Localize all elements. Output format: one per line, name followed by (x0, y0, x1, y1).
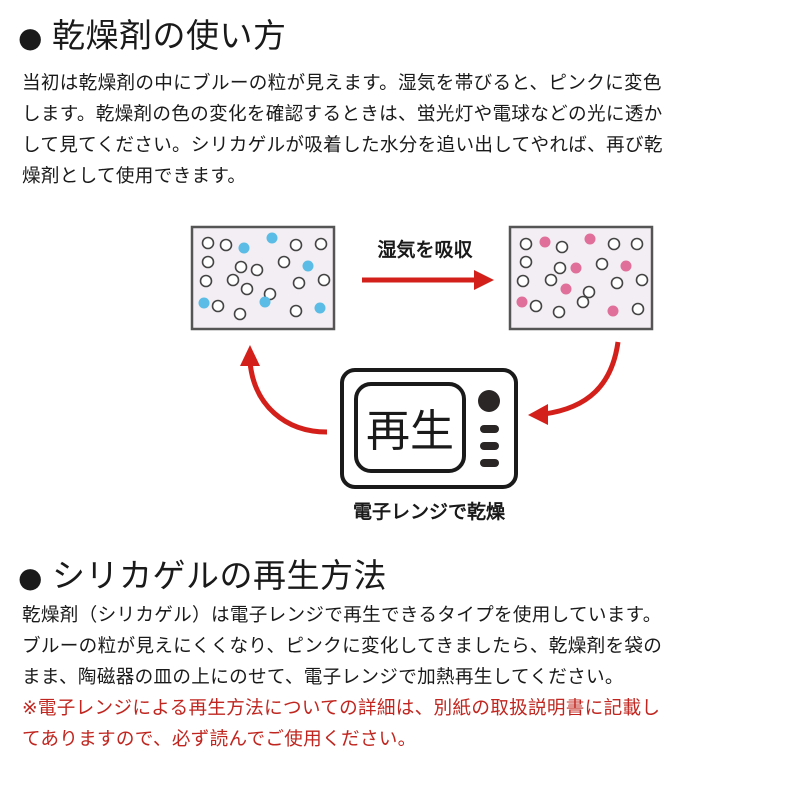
dry-desiccant-box (190, 225, 336, 331)
bead (240, 282, 254, 296)
bead (266, 232, 278, 244)
regenerate-label: 再生 (366, 406, 454, 457)
bead (516, 274, 530, 288)
bead (555, 240, 569, 254)
bead (292, 276, 306, 290)
paragraph-line: して見てください。シリカゲルが吸着した水分を追い出してやれば、再び乾 (22, 135, 663, 156)
absorb-moisture-label: 湿気を吸収 (377, 238, 473, 261)
bead (233, 307, 247, 321)
warning-note-line: ※電子レンジによる再生方法についての詳細は、別紙の取扱説明書に記載し (22, 698, 661, 719)
bead (226, 273, 240, 287)
bead (631, 302, 645, 316)
bead (199, 274, 213, 288)
bead (198, 297, 210, 309)
bead (234, 260, 248, 274)
bead (620, 260, 632, 272)
bead (289, 238, 303, 252)
bullet: ● (18, 561, 43, 594)
bead (277, 255, 291, 269)
bead (595, 257, 609, 271)
regeneration-paragraph: 乾燥剤（シリカゲル）は電子レンジで再生できるタイプを使用しています。 ブルーの粒… (22, 600, 780, 755)
bead (544, 273, 558, 287)
bead (211, 299, 225, 313)
bead (314, 237, 328, 251)
bead (201, 255, 215, 269)
paragraph-line: 当初は乾燥剤の中にブルーの粒が見えます。湿気を帯びると、ピンクに変色 (22, 73, 662, 94)
bead (576, 295, 590, 309)
bead (314, 302, 326, 314)
bead (560, 283, 572, 295)
heading-text: 乾燥剤の使い方 (52, 16, 287, 55)
usage-paragraph: 当初は乾燥剤の中にブルーの粒が見えます。湿気を帯びると、ピンクに変色 します。乾… (22, 68, 780, 192)
bead (259, 296, 271, 308)
paragraph-line: まま、陶磁器の皿の上にのせて、電子レンジで加熱再生してください。 (22, 667, 624, 688)
bead (582, 285, 596, 299)
bead (635, 273, 649, 287)
bead (317, 273, 331, 287)
paragraph-line: 燥剤として使用できます。 (22, 166, 247, 187)
bead (201, 236, 215, 250)
bead (238, 242, 250, 254)
bead (289, 304, 303, 318)
regeneration-diagram: 湿気を吸収 再生 電子レンジで乾燥 (190, 225, 654, 523)
bead (553, 261, 567, 275)
bead (607, 237, 621, 251)
desiccant-beads-wet (516, 233, 649, 319)
bead (519, 237, 533, 251)
wet-desiccant-box (508, 225, 654, 331)
bead (516, 296, 528, 308)
paragraph-line: ブルーの粒が見えにくくなり、ピンクに変化してきましたら、乾燥剤を袋の (22, 636, 663, 657)
right-arrow-icon (362, 270, 494, 290)
bead (302, 260, 314, 272)
microwave-icon (340, 368, 518, 489)
bead (250, 263, 264, 277)
paragraph-line: します。乾燥剤の色の変化を確認するときは、蛍光灯や電球などの光に透か (22, 104, 663, 125)
bullet: ● (18, 21, 43, 54)
section-heading-regeneration: ● シリカゲルの再生方法 (18, 556, 387, 598)
bead (539, 236, 551, 248)
bead (552, 305, 566, 319)
bead (584, 233, 596, 245)
microwave-caption: 電子レンジで乾燥 (353, 500, 506, 523)
bead (519, 255, 533, 269)
section-heading-usage: ● 乾燥剤の使い方 (18, 16, 287, 58)
curved-arrow-up-icon (240, 345, 328, 435)
bead (570, 262, 582, 274)
bead (630, 237, 644, 251)
bead (263, 287, 277, 301)
desiccant-beads-dry (198, 232, 331, 321)
curved-arrow-down-icon (528, 341, 621, 425)
heading-text: シリカゲルの再生方法 (52, 556, 387, 595)
bead (610, 276, 624, 290)
bead (607, 305, 619, 317)
bead (219, 238, 233, 252)
paragraph-line: 乾燥剤（シリカゲル）は電子レンジで再生できるタイプを使用しています。 (22, 605, 662, 626)
warning-note-line: てありますので、必ず読んでご使用ください。 (22, 729, 417, 750)
bead (529, 299, 543, 313)
